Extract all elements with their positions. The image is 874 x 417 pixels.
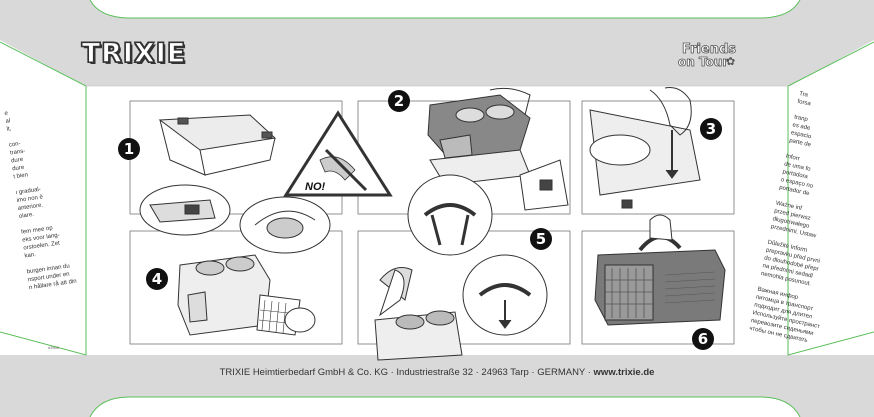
- warning-label: NO!: [305, 181, 326, 193]
- product-code: #3900: [48, 345, 60, 350]
- sublogo-line2: on Tour: [678, 55, 729, 70]
- friends-on-tour-logo: Friends on Tour ✿: [678, 40, 740, 74]
- trixie-logo-text: TRIXIE: [81, 37, 187, 69]
- sublogo-line1: Friends: [682, 42, 737, 58]
- paw-icon: ✿: [726, 55, 736, 68]
- bottom-cut: [90, 397, 800, 417]
- top-cut: [90, 0, 800, 18]
- panel-3-illustration: [589, 87, 701, 209]
- header-band: [0, 0, 874, 86]
- step-number-3: 3: [700, 118, 722, 140]
- panel-1-illustration: [139, 114, 331, 254]
- step-number-5: 5: [530, 228, 552, 250]
- trixie-logo: TRIXIE: [81, 32, 187, 74]
- left-flap: [0, 40, 85, 355]
- footer-url: www.trixie.de: [593, 367, 655, 378]
- footer-company: TRIXIE Heimtierbedarf GmbH & Co. KG · In…: [219, 367, 594, 378]
- step-number-6: 6: [692, 328, 714, 350]
- right-flap: [790, 40, 874, 355]
- footer-address: TRIXIE Heimtierbedarf GmbH & Co. KG · In…: [0, 367, 874, 378]
- panel-4-illustration: [177, 254, 316, 336]
- warning-triangle: [283, 110, 393, 197]
- panel-6-illustration: [594, 214, 726, 326]
- step-number-4: 4: [146, 268, 168, 290]
- step-number-1: 1: [118, 138, 140, 160]
- step-number-2: 2: [388, 90, 410, 112]
- panel-5-illustration: [374, 174, 548, 361]
